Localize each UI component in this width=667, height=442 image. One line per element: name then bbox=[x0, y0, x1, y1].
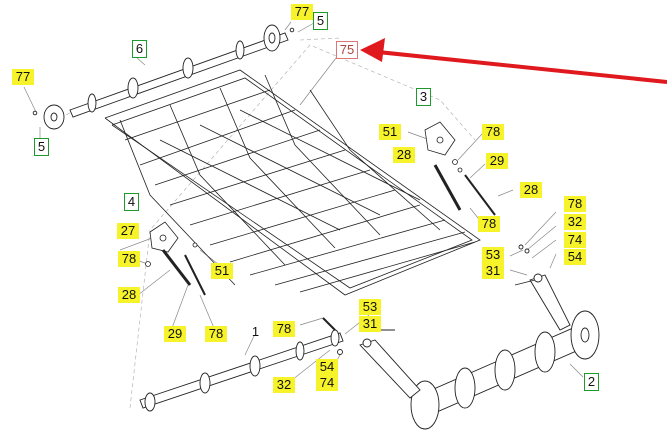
shaft-6 bbox=[32, 24, 295, 130]
label-6: 6 bbox=[132, 40, 147, 58]
label-5: 5 bbox=[34, 138, 49, 156]
red-arrow bbox=[360, 38, 667, 84]
label-77: 77 bbox=[12, 69, 34, 85]
label-54: 54 bbox=[564, 249, 586, 265]
label-27: 27 bbox=[117, 223, 139, 239]
label-51: 51 bbox=[211, 263, 233, 279]
label-5: 5 bbox=[313, 12, 328, 30]
dashed-outline bbox=[59, 37, 476, 409]
leader-lines bbox=[23, 21, 584, 381]
label-78: 78 bbox=[273, 321, 295, 337]
label-78: 78 bbox=[478, 216, 500, 232]
label-78: 78 bbox=[564, 196, 586, 212]
label-78: 78 bbox=[482, 124, 504, 140]
label-75: 75 bbox=[336, 41, 358, 59]
label-28: 28 bbox=[520, 182, 542, 198]
label-53: 53 bbox=[359, 299, 381, 315]
label-53: 53 bbox=[482, 247, 504, 263]
label-2: 2 bbox=[584, 373, 599, 391]
label-3: 3 bbox=[416, 88, 431, 106]
shaft-1 bbox=[139, 329, 344, 412]
label-74: 74 bbox=[564, 232, 586, 248]
label-31: 31 bbox=[359, 316, 381, 332]
label-29: 29 bbox=[486, 153, 508, 169]
tensioner-4 bbox=[145, 221, 206, 296]
label-4: 4 bbox=[124, 193, 139, 211]
label-31: 31 bbox=[482, 263, 504, 279]
tensioner-3 bbox=[424, 121, 496, 216]
label-77: 77 bbox=[291, 4, 313, 20]
label-54: 54 bbox=[316, 359, 338, 375]
conveyor-frame bbox=[104, 69, 481, 296]
label-28: 28 bbox=[118, 287, 140, 303]
label-78: 78 bbox=[118, 251, 140, 267]
label-74: 74 bbox=[316, 375, 338, 391]
label-29: 29 bbox=[164, 326, 186, 342]
label-1: 1 bbox=[251, 324, 260, 339]
label-51: 51 bbox=[379, 124, 401, 140]
label-78: 78 bbox=[205, 326, 227, 342]
label-32: 32 bbox=[564, 214, 586, 230]
label-32: 32 bbox=[273, 377, 295, 393]
label-28: 28 bbox=[393, 147, 415, 163]
drum-2 bbox=[322, 244, 600, 430]
